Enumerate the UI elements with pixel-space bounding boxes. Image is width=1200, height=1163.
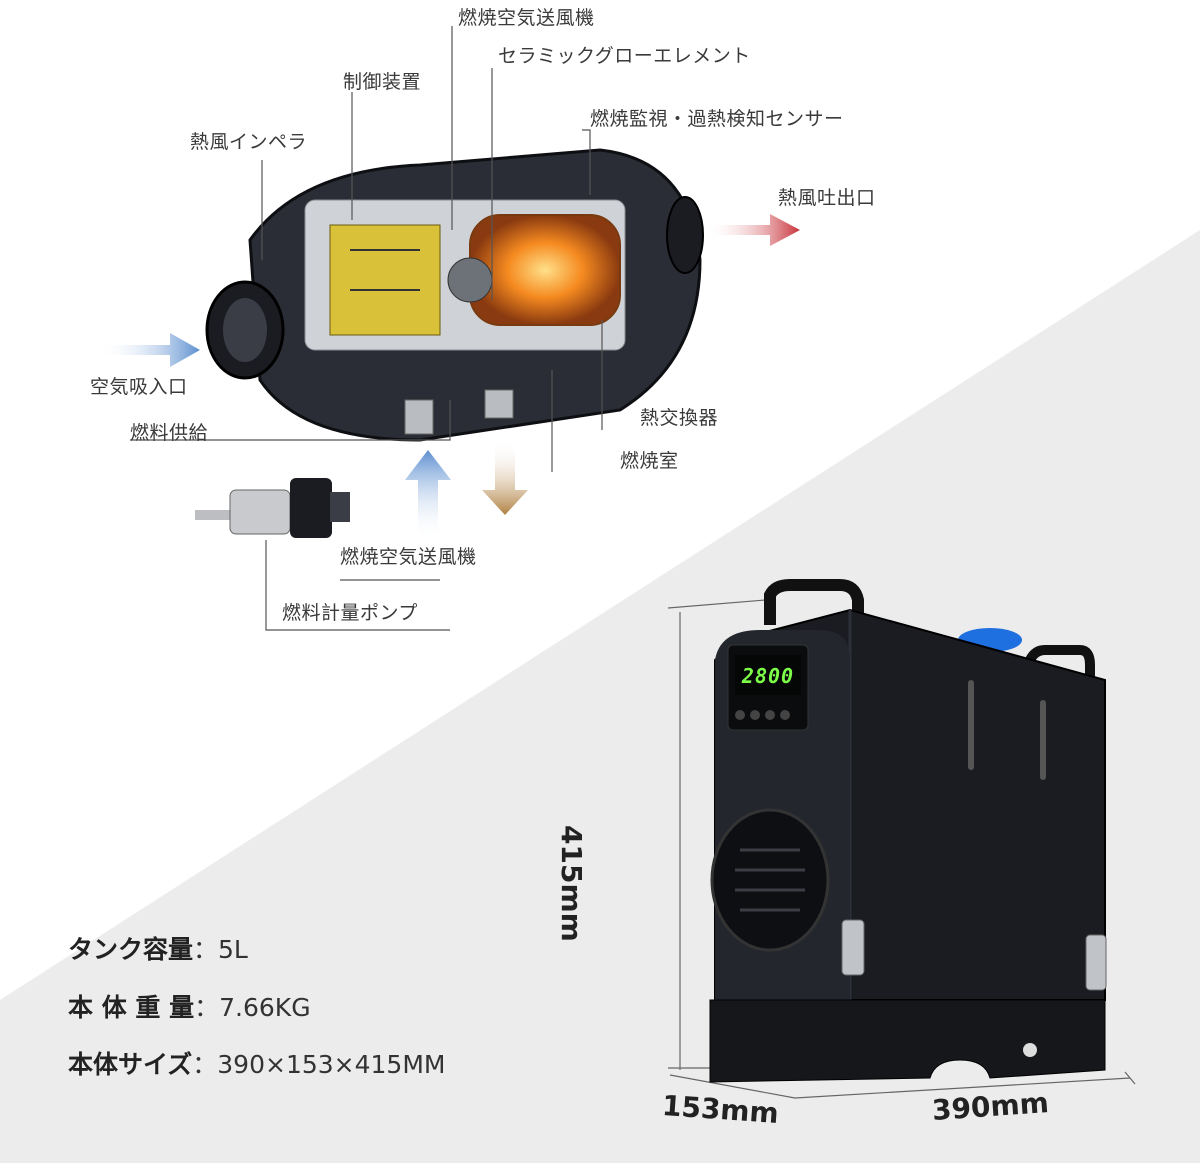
exhaust-down-arrow (482, 440, 528, 515)
spec-weight: 本 体 重 量：7.66KG (68, 988, 311, 1024)
heater-body (248, 148, 702, 442)
combustion-air-up-arrow (405, 450, 451, 540)
air-inlet-arrow (100, 333, 200, 367)
outlet-opening (666, 196, 704, 274)
label-hot-air-outlet: 熱風吐出口 (778, 187, 876, 209)
latch-right (1085, 934, 1107, 991)
spec-value: 390×153×415MM (217, 1050, 446, 1079)
spec-size: 本体サイズ：390×153×415MM (68, 1045, 445, 1081)
hot-air-outlet-arrow (705, 214, 800, 246)
label-combustion-air-blower-top: 燃焼空気送風機 (458, 7, 595, 29)
spec-key: 本 体 重 量 (68, 993, 195, 1022)
panel-buttons (735, 710, 790, 720)
outlet-vent (710, 808, 830, 952)
spec-key: タンク容量 (68, 935, 194, 964)
dim-height: 415mm (555, 825, 588, 942)
label-combustion-air-blower-bottom: 燃焼空気送風機 (340, 546, 477, 568)
label-control-unit: 制御装置 (343, 71, 422, 93)
display-reading: 2800 (741, 664, 795, 688)
spec-value: 7.66KG (219, 993, 311, 1022)
label-fuel-supply: 燃料供給 (130, 422, 209, 444)
spec-value: 5L (218, 935, 248, 964)
label-heat-exchanger: 熱交換器 (640, 407, 719, 429)
label-air-inlet: 空気吸入口 (90, 376, 188, 398)
label-ceramic-glow-element: セラミックグローエレメント (498, 45, 751, 67)
fuel-pump (195, 478, 350, 538)
spec-sep: ： (194, 993, 220, 1022)
label-combustion-sensor: 燃焼監視・過熱検知センサー (590, 108, 844, 130)
label-hot-air-impeller: 熱風インペラ (190, 131, 308, 153)
spec-sep: ： (193, 935, 219, 964)
label-fuel-metering-pump: 燃料計量ポンプ (282, 602, 418, 624)
latch-left (841, 919, 865, 976)
spec-sep: ： (192, 1050, 218, 1079)
dimension-lines (667, 599, 1136, 1099)
label-combustion-chamber: 燃焼室 (620, 450, 679, 472)
spec-key: 本体サイズ (68, 1050, 193, 1079)
leader-lines (130, 26, 603, 631)
spec-tank-capacity: タンク容量：5L (68, 930, 248, 966)
